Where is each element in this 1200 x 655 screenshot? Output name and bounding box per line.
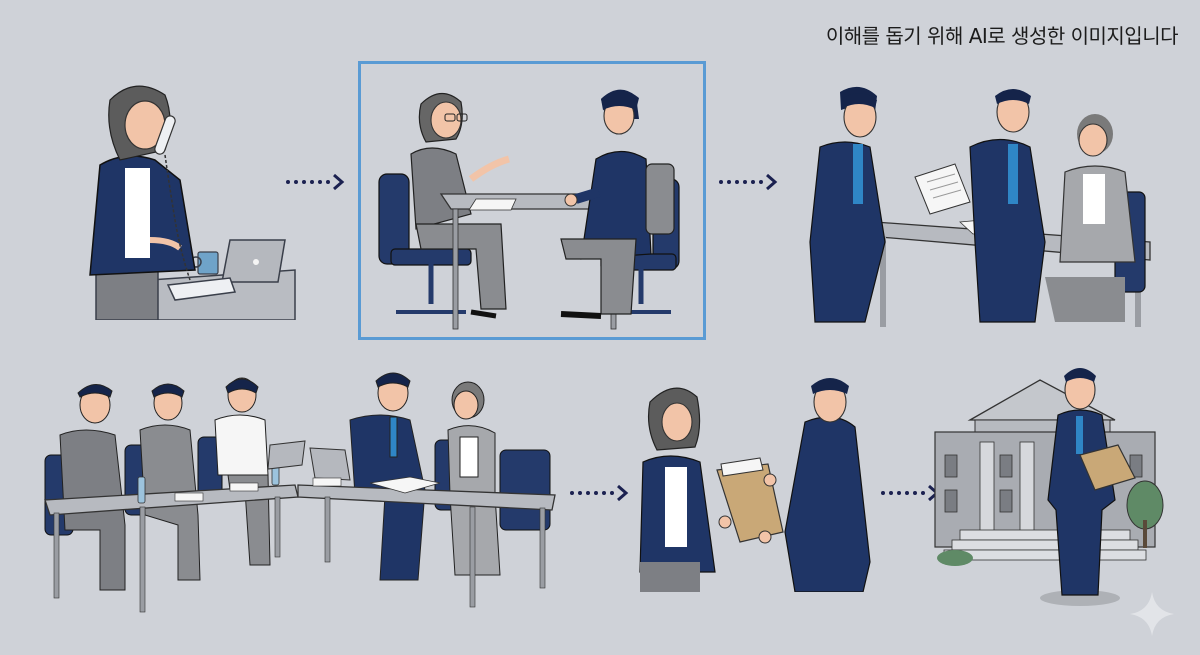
scene-document-handover — [805, 82, 1155, 327]
scene-committee-meeting — [40, 365, 560, 615]
ai-generated-caption: 이해를 돕기 위해 AI로 생성한 이미지입니다 — [825, 24, 1179, 48]
highlight-frame — [358, 61, 706, 340]
sparkle-icon — [1130, 592, 1174, 640]
scene-consultation — [361, 64, 703, 337]
flow-arrow-2-3 — [717, 172, 781, 192]
flow-arrow-4-5 — [568, 483, 632, 503]
scene-phone-call — [80, 80, 300, 320]
scene-government-building — [930, 360, 1180, 610]
flow-arrow-1-2 — [284, 172, 348, 192]
flow-arrow-5-6 — [879, 483, 943, 503]
scene-envelope-handover — [635, 372, 885, 592]
